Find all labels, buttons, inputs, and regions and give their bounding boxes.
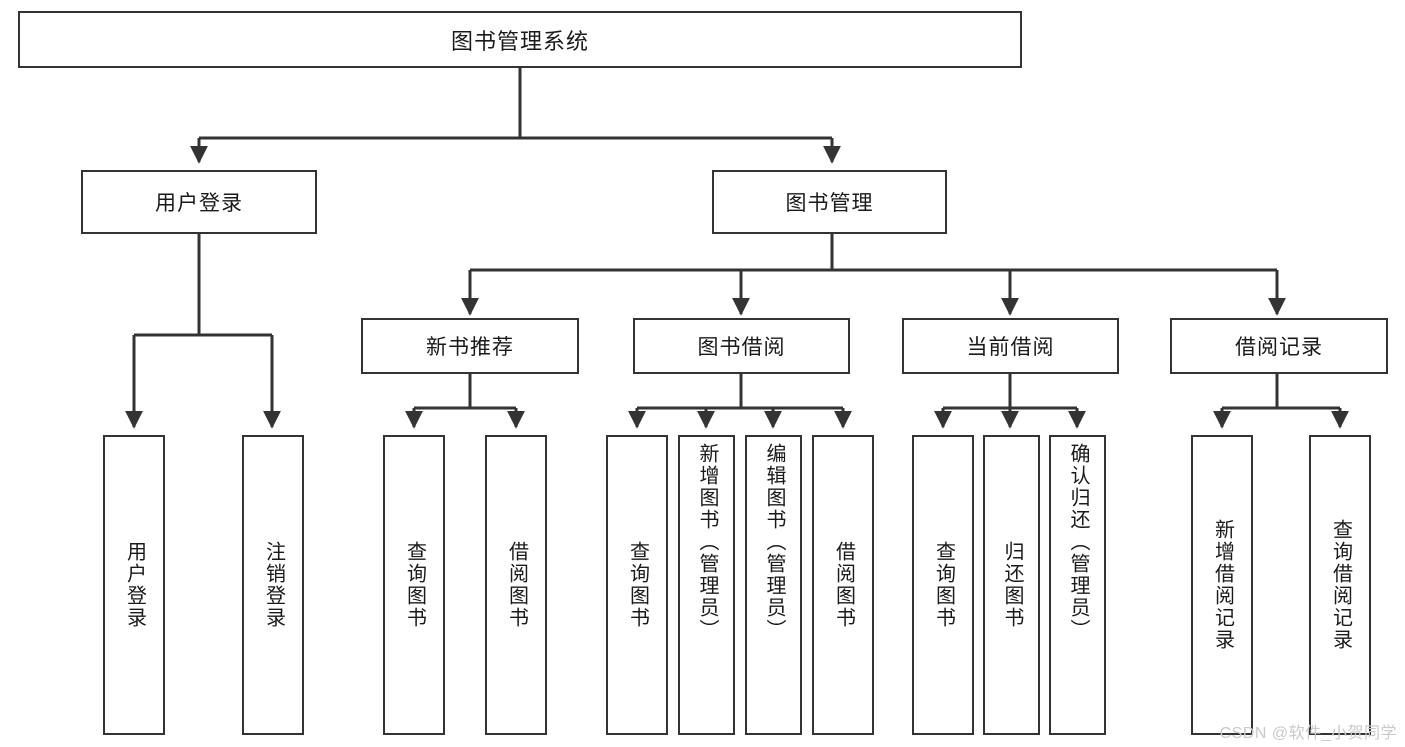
leaf-edit-book-admin[interactable]: 编辑图书（管理员） [745,435,802,735]
leaf-query-book-current[interactable]: 查询图书 [912,435,974,735]
csdn-watermark: CSDN @软件_小贺同学 [1219,725,1397,742]
node-user-login[interactable]: 用户登录 [81,170,317,234]
leaf-add-book-admin[interactable]: 新增图书（管理员） [678,435,735,735]
leaf-query-borrow-record[interactable]: 查询借阅记录 [1309,435,1371,735]
node-borrow-record[interactable]: 借阅记录 [1170,318,1388,374]
node-new-book-recommend[interactable]: 新书推荐 [361,318,579,374]
node-current-borrow[interactable]: 当前借阅 [902,318,1119,374]
leaf-user-login[interactable]: 用户登录 [103,435,165,735]
leaf-borrow-book-recommend[interactable]: 借阅图书 [485,435,547,735]
leaf-logout-login[interactable]: 注销登录 [242,435,304,735]
leaf-add-borrow-record[interactable]: 新增借阅记录 [1191,435,1253,735]
leaf-query-book-recommend[interactable]: 查询图书 [383,435,445,735]
leaf-query-book-borrow[interactable]: 查询图书 [606,435,668,735]
leaf-return-book[interactable]: 归还图书 [983,435,1040,735]
leaf-confirm-return-admin[interactable]: 确认归还（管理员） [1049,435,1106,735]
node-book-management-system[interactable]: 图书管理系统 [18,11,1022,68]
node-book-management[interactable]: 图书管理 [712,170,947,234]
leaf-borrow-book[interactable]: 借阅图书 [812,435,874,735]
node-book-borrow[interactable]: 图书借阅 [633,318,850,374]
